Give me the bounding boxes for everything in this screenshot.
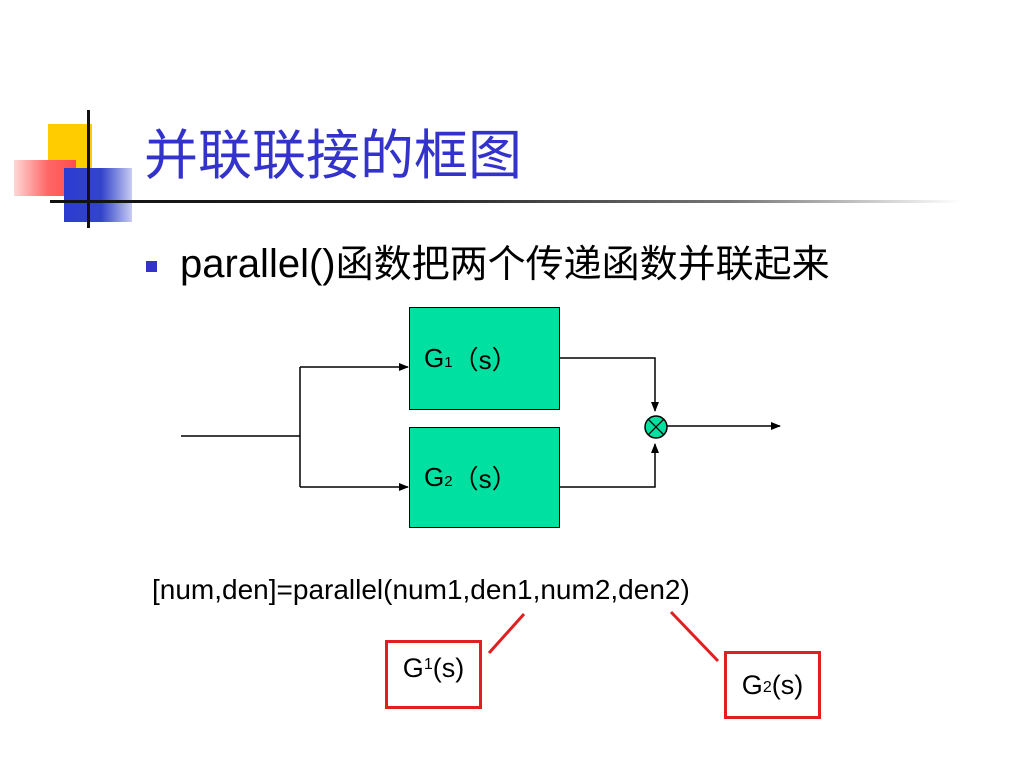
bullet-text: parallel()函数把两个传递函数并联起来 [180, 238, 830, 290]
title-underline [50, 200, 960, 203]
callout-g1-arg: (s) [432, 653, 465, 683]
callout-g2-pointer [669, 610, 720, 663]
callout-g1-pointer [487, 612, 526, 655]
block-g1-arg: （s） [452, 345, 518, 375]
callout-g2-sub: 2 [762, 679, 772, 696]
bullet-code: parallel() [180, 242, 336, 286]
block-g2-arg: （s） [452, 464, 518, 494]
callout-g1-sub: 1 [423, 656, 433, 673]
callout-g1-letter: G [402, 653, 424, 683]
bullet-marker [146, 261, 157, 272]
block-g1-sub: 1 [444, 354, 453, 371]
callout-g2-letter: G [741, 669, 763, 700]
logo-blue-block [64, 168, 132, 222]
g2-to-junction [560, 443, 659, 488]
block-g2-sub: 2 [444, 473, 453, 490]
cross-circle-icon [644, 415, 668, 439]
callout-g2-arg: (s) [771, 669, 804, 700]
bullet-description: 函数把两个传递函数并联起来 [335, 242, 830, 286]
formula-text: [num,den]=parallel(num1,den1,num2,den2) [152, 574, 690, 605]
g1-to-junction [560, 357, 659, 412]
slide-title: 并联联接的框图 [144, 124, 522, 187]
logo-vertical-line [87, 110, 90, 228]
block-g1-letter: G [424, 343, 445, 373]
block-g2-letter: G [424, 462, 445, 492]
